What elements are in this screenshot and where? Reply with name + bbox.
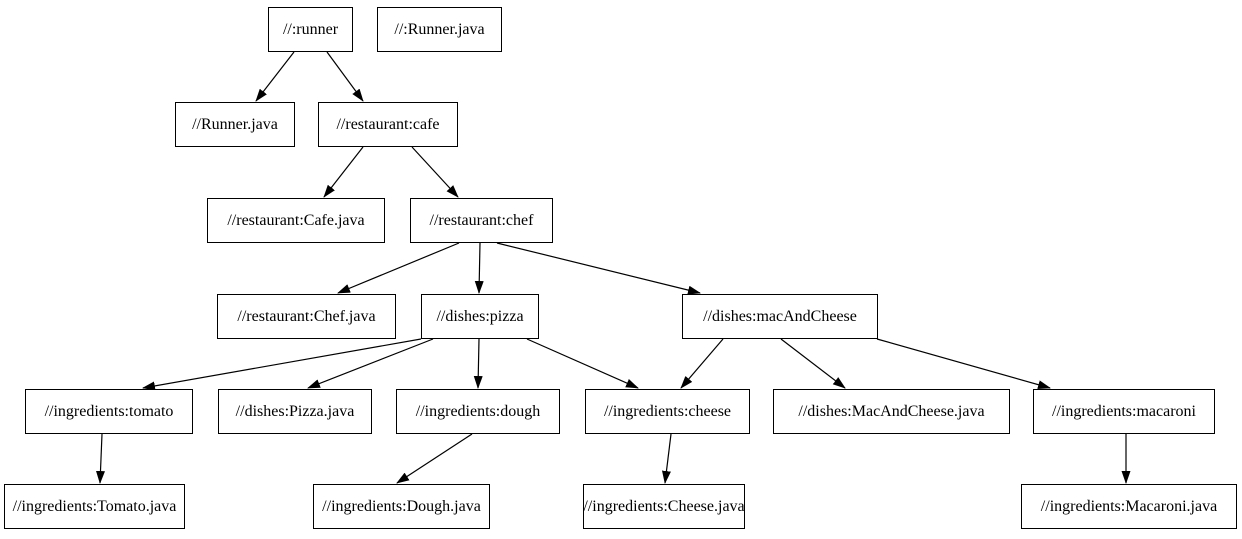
edge-chef-to-mac-and-cheese <box>496 242 701 295</box>
edge-mac-and-cheese-to-cheese <box>680 338 724 389</box>
edge-pizza-to-tomato <box>142 338 422 391</box>
graph-node-runner: //:runner <box>268 7 353 52</box>
graph-node-dough-java: //ingredients:Dough.java <box>313 484 490 529</box>
edge-cafe-to-cafe-java <box>323 146 364 198</box>
graph-node-label: //dishes:macAndCheese <box>703 307 857 325</box>
graph-node-runner-java-src: //:Runner.java <box>377 7 502 52</box>
edge-pizza-to-dough <box>473 338 483 389</box>
graph-node-label: //ingredients:Cheese.java <box>583 497 745 515</box>
edge-runner-to-cafe <box>326 51 364 102</box>
graph-node-label: //dishes:MacAndCheese.java <box>798 402 985 420</box>
graph-node-label: //ingredients:dough <box>415 402 541 420</box>
graph-node-label: //:runner <box>282 20 339 38</box>
graph-node-cafe: //restaurant:cafe <box>318 102 458 147</box>
edge-cheese-to-cheese-java <box>661 433 672 484</box>
edge-mac-and-cheese-to-mac-and-cheese-java <box>780 338 846 389</box>
graph-node-pizza-java: //dishes:Pizza.java <box>218 389 372 434</box>
edge-dough-to-dough-java <box>396 433 473 484</box>
edge-cafe-to-chef <box>411 146 459 198</box>
graph-node-label: //:Runner.java <box>394 20 485 38</box>
graph-node-label: //restaurant:Cafe.java <box>227 211 365 229</box>
graph-node-label: //ingredients:cheese <box>603 402 732 420</box>
graph-node-label: //restaurant:cafe <box>336 115 440 133</box>
graph-node-tomato-java: //ingredients:Tomato.java <box>4 484 185 529</box>
graph-node-macaroni: //ingredients:macaroni <box>1033 389 1215 434</box>
graph-node-cafe-java: //restaurant:Cafe.java <box>207 198 385 243</box>
edge-pizza-to-cheese <box>526 338 639 389</box>
graph-node-chef: //restaurant:chef <box>410 198 553 243</box>
graph-node-chef-java: //restaurant:Chef.java <box>217 294 396 339</box>
graph-node-cheese: //ingredients:cheese <box>585 389 750 434</box>
graph-node-macaroni-java: //ingredients:Macaroni.java <box>1021 484 1237 529</box>
graph-node-mac-and-cheese: //dishes:macAndCheese <box>682 294 878 339</box>
graph-node-label: //dishes:Pizza.java <box>235 402 355 420</box>
edge-pizza-to-pizza-java <box>307 338 434 389</box>
graph-node-pizza: //dishes:pizza <box>421 294 539 339</box>
graph-node-label: //ingredients:tomato <box>44 402 174 420</box>
graph-node-label: //restaurant:chef <box>429 211 534 229</box>
graph-node-label: //ingredients:macaroni <box>1052 402 1196 420</box>
edge-runner-to-runner-java <box>255 51 295 102</box>
graph-node-label: //ingredients:Tomato.java <box>12 497 177 515</box>
graph-node-label: //ingredients:Dough.java <box>322 497 481 515</box>
graph-node-runner-java: //Runner.java <box>175 102 295 147</box>
edge-chef-to-chef-java <box>337 242 460 294</box>
graph-node-label: //ingredients:Macaroni.java <box>1040 497 1218 515</box>
graph-node-cheese-java: //ingredients:Cheese.java <box>583 484 745 529</box>
edge-mac-and-cheese-to-macaroni <box>876 338 1051 390</box>
edge-group <box>95 51 1131 484</box>
edge-tomato-to-tomato-java <box>95 433 105 484</box>
graph-node-dough: //ingredients:dough <box>396 389 560 434</box>
edge-chef-to-pizza <box>474 242 484 294</box>
graph-node-label: //dishes:pizza <box>436 307 524 325</box>
graph-node-label: //Runner.java <box>192 115 278 133</box>
graph-node-label: //restaurant:Chef.java <box>237 307 376 325</box>
graph-node-mac-and-cheese-java: //dishes:MacAndCheese.java <box>773 389 1010 434</box>
graph-node-tomato: //ingredients:tomato <box>25 389 193 434</box>
